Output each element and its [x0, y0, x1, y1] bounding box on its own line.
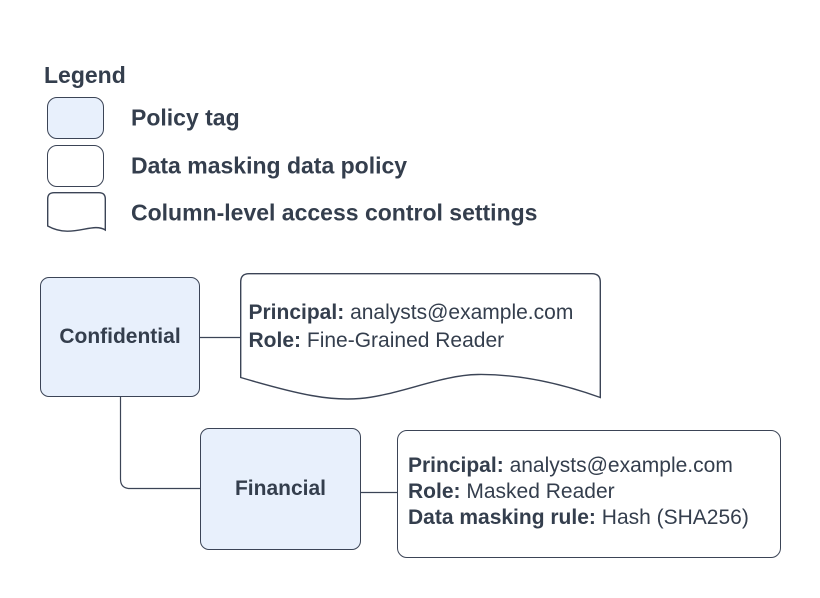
acl-card-text: Principal:analysts@example.com Role:Fine…: [249, 299, 574, 355]
masking-card-line: Role:Masked Reader: [408, 479, 615, 503]
policy-tag-node-confidential: Confidential: [40, 277, 200, 397]
policy-tag-label: Confidential: [59, 325, 181, 348]
data-masking-policy-card: Principal:analysts@example.com Role:Mask…: [397, 429, 781, 558]
legend-label: Column-level access control settings: [131, 199, 538, 226]
policy-tag-label: Financial: [234, 477, 327, 500]
policy-tag-swatch-icon: [47, 97, 104, 139]
connector-confidential-to-financial: [119, 397, 200, 490]
policy-tag-node-financial: Financial: [200, 428, 361, 550]
acl-card-line: Principal:analysts@example.com: [248, 300, 574, 324]
legend-label: Data masking data policy: [131, 152, 408, 179]
acl-card-line: Role:Fine-Grained Reader: [248, 328, 505, 352]
masking-card-line: Data masking rule:Hash (SHA256): [408, 505, 749, 529]
legend-label: Policy tag: [131, 104, 240, 131]
masking-card-line: Principal:analysts@example.com: [408, 453, 733, 477]
column-acl-swatch-icon: [47, 192, 106, 240]
data-masking-policy-swatch-icon: [47, 145, 104, 187]
masking-card-text: Principal:analysts@example.com Role:Mask…: [408, 453, 749, 531]
column-acl-card: Principal:analysts@example.com Role:Fine…: [239, 272, 601, 414]
legend-title: Legend: [44, 62, 126, 88]
